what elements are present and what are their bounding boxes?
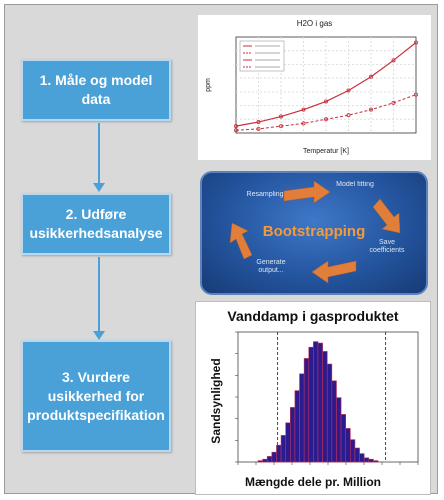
histogram-bar: [373, 460, 379, 463]
histogram-bar: [363, 457, 370, 463]
histogram-bar: [299, 373, 305, 463]
bootstrap-arrow-left: [229, 222, 253, 260]
h2o-series-point: [368, 107, 373, 112]
histogram-bar: [308, 346, 314, 463]
step-1-box: 1. Måle og model data: [21, 59, 171, 121]
bootstrap-arrow-right: [372, 198, 401, 234]
histogram-bar: [271, 451, 277, 463]
figure-frame: 1. Måle og model data 2. Udføre usikkerh…: [4, 4, 438, 495]
h2o-series-point: [279, 114, 284, 119]
histogram-bar: [336, 397, 342, 463]
histogram-bar: [354, 447, 360, 463]
arrow-2-head: [93, 331, 105, 340]
bootstrap-label-3: Save coefficients: [369, 239, 405, 254]
histogram-bar: [257, 460, 263, 463]
bootstrapping-panel: Resampling Model fitting Save coefficien…: [200, 171, 428, 295]
step-1-label: 1. Måle og model data: [39, 72, 153, 107]
h2o-series-point: [279, 124, 284, 129]
h2o-series-point: [391, 100, 396, 105]
histogram-bar: [359, 453, 365, 463]
histogram-bar: [317, 342, 323, 463]
h2o-series-point: [256, 120, 261, 125]
h2o-series-point: [234, 128, 239, 133]
histogram-bar: [290, 407, 296, 463]
histogram-bar: [350, 439, 356, 463]
h2o-series-point: [256, 126, 261, 131]
step-3-label: 3. Vurdere usikkerhed for produktspecifi…: [27, 368, 165, 423]
h2o-series-point: [346, 88, 351, 93]
h2o-x-axis-label: Temperatur [K]: [303, 148, 349, 155]
histogram-bar: [294, 390, 300, 463]
h2o-chart-title: H2O i gas: [296, 19, 333, 28]
bootstrap-label-2: Model fitting: [336, 181, 374, 188]
bootstrap-arrows: [229, 180, 401, 284]
bootstrap-label-1: Resampling: [246, 191, 284, 198]
h2o-series-line-2: [235, 94, 417, 131]
histogram-bar: [368, 458, 374, 463]
histogram-bar: [345, 428, 351, 463]
histogram-bar: [262, 458, 268, 463]
h2o-y-axis-label: ppm: [205, 78, 212, 92]
h2o-series-point: [391, 58, 396, 63]
h2o-series-point: [301, 121, 306, 126]
histogram-bar: [326, 363, 333, 463]
h2o-chart-svg: Temperatur [K] ppm: [205, 36, 418, 155]
arrow-2-shaft: [98, 257, 100, 331]
histogram-bar: [313, 341, 319, 463]
h2o-chart-panel: H2O i gas Temperatur [K] ppm: [198, 15, 431, 160]
histogram-bar: [331, 380, 337, 463]
histogram-bar: [280, 435, 286, 463]
step-2-label: 2. Udføre usikkerhedsanalyse: [29, 206, 163, 241]
h2o-series-point: [368, 74, 373, 79]
histogram-title: Vanddamp i gasproduktet: [227, 308, 399, 324]
arrow-1-head: [93, 183, 105, 192]
h2o-series-line-1: [235, 42, 417, 127]
histogram-x-label: Mængde dele pr. Million: [244, 475, 381, 489]
h2o-series-point: [234, 124, 239, 129]
histogram-bar: [303, 358, 310, 463]
histogram-panel: Vanddamp i gasproduktet Sandsynlighed Mæ…: [195, 301, 431, 495]
h2o-series-point: [413, 40, 418, 45]
h2o-series-point: [301, 107, 306, 112]
histogram-bar: [322, 351, 328, 463]
bootstrap-label-4: Generate output...: [256, 259, 286, 274]
h2o-series-point: [324, 99, 329, 104]
h2o-series-point: [346, 113, 351, 118]
histogram-bar: [340, 414, 346, 463]
histogram-bar: [266, 456, 273, 463]
bootstrapping-title: Bootstrapping: [262, 223, 366, 240]
arrow-1-shaft: [98, 123, 100, 183]
h2o-series-point: [324, 117, 329, 122]
bootstrap-arrow-top: [283, 180, 331, 204]
histogram-bar: [285, 422, 291, 463]
bootstrap-arrow-bottom: [311, 260, 357, 284]
h2o-series-point: [413, 92, 418, 97]
step-2-box: 2. Udføre usikkerhedsanalyse: [21, 193, 171, 255]
histogram-svg: [235, 331, 419, 465]
step-3-box: 3. Vurdere usikkerhed for produktspecifi…: [21, 340, 171, 452]
